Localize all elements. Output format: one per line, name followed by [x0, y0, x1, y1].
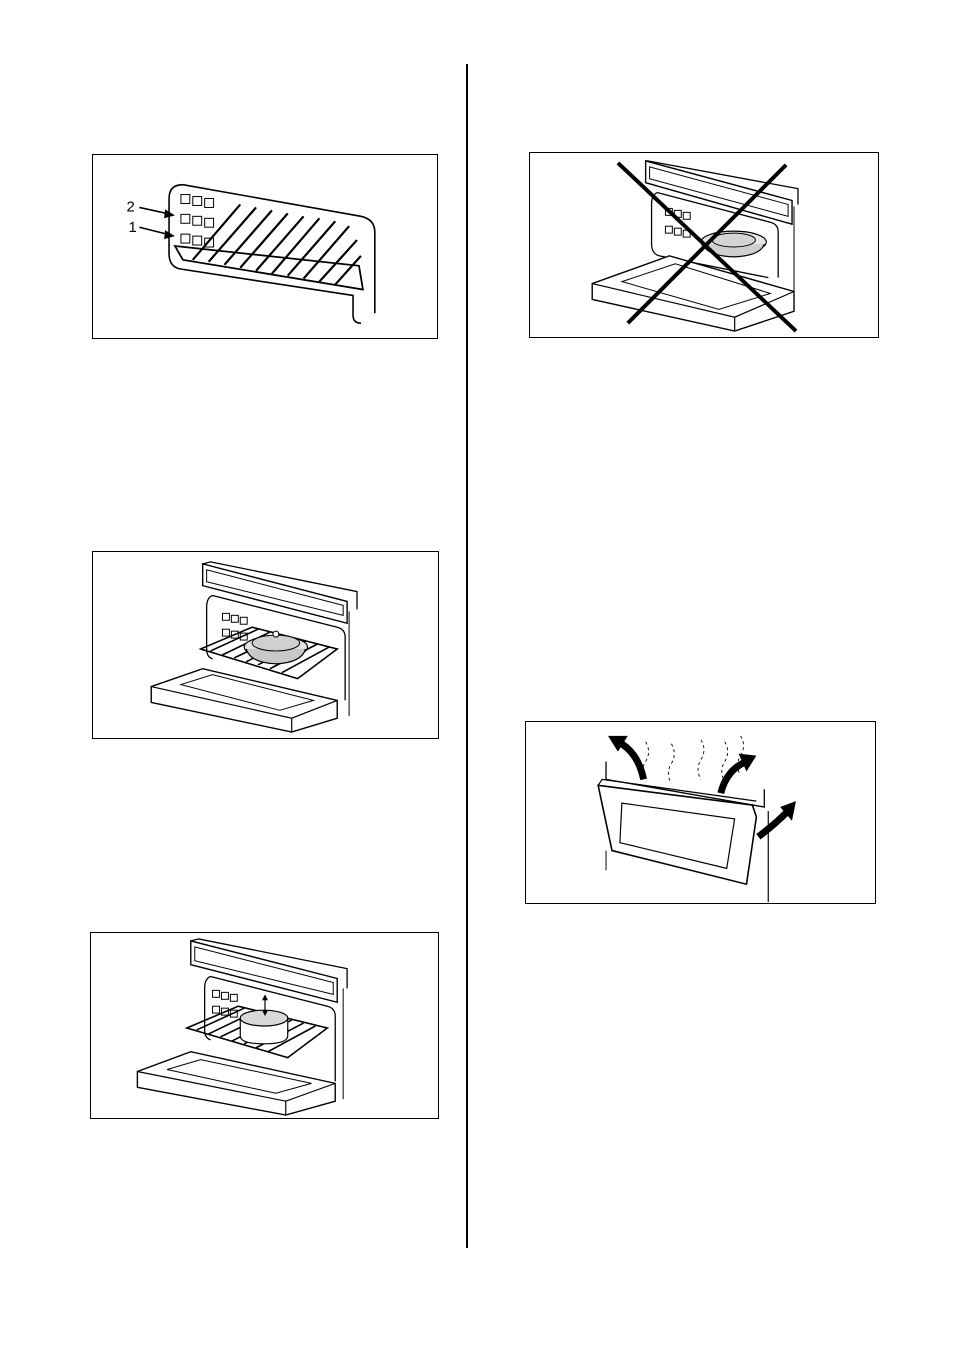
shelf-positions-illustration: 2 1 — [93, 155, 437, 338]
steam-arrow-left — [608, 736, 644, 780]
door-steam-illustration — [526, 722, 875, 903]
shelf-label-1: 1 — [128, 220, 136, 236]
no-dish-on-floor-illustration — [530, 153, 878, 337]
shelf-positions-figure: 2 1 — [92, 154, 438, 339]
shelf-label-2: 2 — [127, 199, 135, 215]
door-steam-figure — [525, 721, 876, 904]
dish-clearance-illustration — [91, 933, 438, 1118]
dish-on-shelf-illustration — [93, 552, 438, 738]
dish-clearance-figure — [90, 932, 439, 1119]
dish-on-shelf-figure — [92, 551, 439, 739]
no-dish-on-floor-figure — [529, 152, 879, 338]
column-divider — [466, 64, 468, 1248]
